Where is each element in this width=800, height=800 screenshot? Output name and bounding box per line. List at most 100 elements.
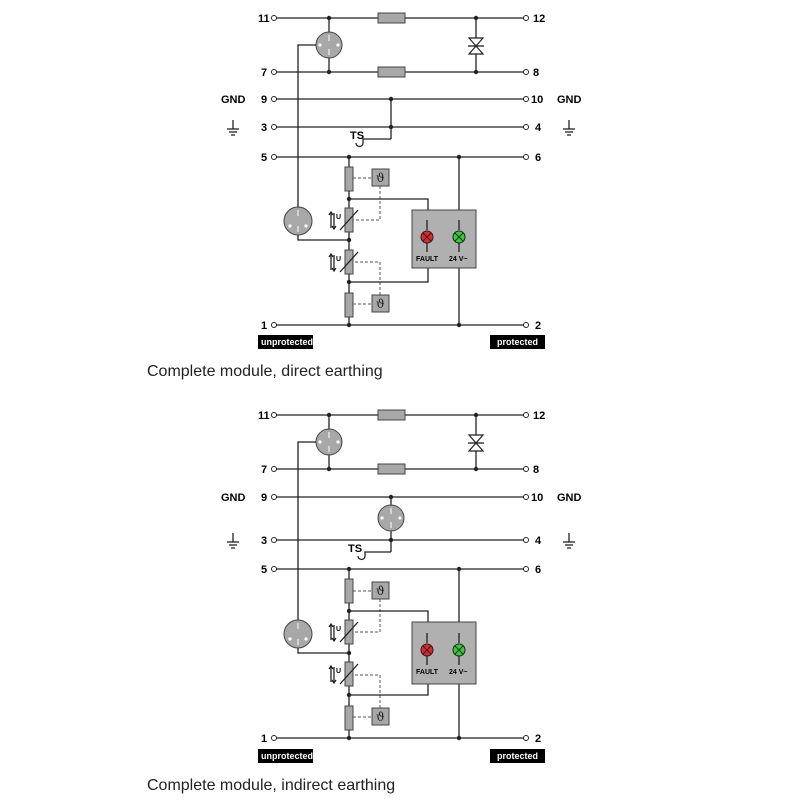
svg-text:protected: protected bbox=[497, 751, 538, 761]
svg-text:5: 5 bbox=[261, 564, 267, 576]
gas-discharge-tube-icon bbox=[283, 206, 313, 236]
voltage-label: 24 V~ bbox=[449, 256, 468, 263]
svg-text:6: 6 bbox=[535, 564, 541, 576]
terminal-10: 10 bbox=[523, 492, 543, 504]
gnd-right-label: GND bbox=[557, 492, 582, 504]
svg-text:9: 9 bbox=[261, 492, 267, 504]
thermal-disconnector-icon: ϑ bbox=[371, 707, 390, 726]
tvs-diode-icon bbox=[467, 37, 485, 55]
svg-text:U: U bbox=[336, 256, 341, 263]
terminal-2: 2 bbox=[523, 320, 541, 332]
thermal-disconnector-icon: ϑ bbox=[371, 581, 390, 600]
ground-icon bbox=[227, 533, 239, 549]
terminal-12: 12 bbox=[523, 13, 545, 25]
fuse-icon bbox=[344, 705, 354, 731]
terminal-11: 11 bbox=[258, 13, 277, 25]
voltage-label: 24 V~ bbox=[449, 669, 468, 676]
fuse-icon bbox=[344, 292, 354, 318]
svg-text:10: 10 bbox=[531, 492, 543, 504]
svg-text:5: 5 bbox=[261, 152, 267, 164]
terminal-2: 2 bbox=[523, 733, 541, 745]
power-led-icon bbox=[452, 633, 466, 665]
terminal-11: 11 bbox=[258, 410, 277, 422]
terminal-3: 3 bbox=[261, 122, 277, 134]
fault-led-icon bbox=[420, 633, 434, 665]
svg-text:2: 2 bbox=[535, 733, 541, 745]
svg-text:protected: protected bbox=[497, 337, 538, 347]
ts-label: TS bbox=[350, 130, 364, 142]
svg-text:12: 12 bbox=[533, 13, 545, 25]
svg-text:unprotected: unprotected bbox=[261, 751, 313, 761]
caption: Complete module, indirect earthing bbox=[147, 777, 395, 794]
svg-text:6: 6 bbox=[535, 152, 541, 164]
ground-icon bbox=[563, 120, 575, 136]
svg-text:10: 10 bbox=[531, 94, 543, 106]
varistor-icon: U bbox=[328, 207, 359, 233]
terminal-6: 6 bbox=[523, 564, 541, 576]
diagram-direct-earthing: 11 12 7 8 9 10 3 4 5 6 1 2 GND GND bbox=[147, 12, 582, 380]
resistor-icon bbox=[377, 66, 406, 78]
status-indicator-module: FAULT 24 V~ bbox=[411, 621, 477, 685]
gas-discharge-tube-icon bbox=[283, 619, 313, 649]
svg-text:1: 1 bbox=[261, 320, 267, 332]
svg-text:2: 2 bbox=[535, 320, 541, 332]
svg-text:11: 11 bbox=[258, 410, 270, 422]
terminal-9: 9 bbox=[261, 492, 277, 504]
svg-text:ϑ: ϑ bbox=[376, 297, 385, 311]
terminal-12: 12 bbox=[523, 410, 545, 422]
terminal-5: 5 bbox=[261, 564, 277, 576]
gnd-right-label: GND bbox=[557, 94, 582, 106]
svg-text:8: 8 bbox=[533, 67, 539, 79]
svg-text:9: 9 bbox=[261, 94, 267, 106]
unprotected-tag: unprotected bbox=[258, 335, 313, 349]
terminal-3: 3 bbox=[261, 535, 277, 547]
terminal-4: 4 bbox=[523, 535, 542, 547]
diagram-indirect-earthing: 11 12 7 8 9 10 3 4 5 6 1 2 GND GND bbox=[147, 409, 582, 794]
svg-text:ϑ: ϑ bbox=[376, 710, 385, 724]
terminal-4: 4 bbox=[523, 122, 542, 134]
terminal-1: 1 bbox=[261, 320, 277, 332]
svg-text:12: 12 bbox=[533, 410, 545, 422]
svg-text:ϑ: ϑ bbox=[376, 584, 385, 598]
svg-text:7: 7 bbox=[261, 67, 267, 79]
fuse-icon bbox=[344, 578, 354, 604]
unprotected-tag: unprotected bbox=[258, 749, 313, 763]
terminal-1: 1 bbox=[261, 733, 277, 745]
thermal-disconnector-icon: ϑ bbox=[371, 168, 390, 187]
gas-discharge-tube-icon bbox=[315, 428, 343, 456]
tvs-diode-icon bbox=[467, 434, 485, 452]
fuse-icon bbox=[344, 166, 354, 192]
gnd-left-label: GND bbox=[221, 492, 246, 504]
thermal-disconnector-icon: ϑ bbox=[371, 294, 390, 313]
svg-text:1: 1 bbox=[261, 733, 267, 745]
fault-label: FAULT bbox=[416, 669, 439, 676]
resistor-icon bbox=[377, 463, 406, 475]
terminal-10: 10 bbox=[523, 94, 543, 106]
terminal-8: 8 bbox=[523, 67, 539, 79]
svg-text:3: 3 bbox=[261, 535, 267, 547]
resistor-icon bbox=[377, 409, 406, 421]
terminal-5: 5 bbox=[261, 152, 277, 164]
terminal-8: 8 bbox=[523, 464, 539, 476]
fault-label: FAULT bbox=[416, 256, 439, 263]
ground-icon bbox=[227, 120, 239, 136]
varistor-icon: U bbox=[328, 619, 359, 645]
svg-text:7: 7 bbox=[261, 464, 267, 476]
svg-text:U: U bbox=[336, 626, 341, 633]
terminal-9: 9 bbox=[261, 94, 277, 106]
svg-text:3: 3 bbox=[261, 122, 267, 134]
svg-text:U: U bbox=[336, 214, 341, 221]
caption: Complete module, direct earthing bbox=[147, 363, 383, 380]
gas-discharge-tube-icon bbox=[315, 31, 343, 59]
svg-text:4: 4 bbox=[535, 122, 542, 134]
varistor-icon: U bbox=[328, 661, 359, 687]
ts-label: TS bbox=[348, 543, 362, 555]
status-indicator-module: FAULT 24 V~ bbox=[411, 209, 477, 269]
terminal-7: 7 bbox=[261, 464, 277, 476]
protected-tag: protected bbox=[490, 749, 545, 763]
svg-text:U: U bbox=[336, 668, 341, 675]
gnd-left-label: GND bbox=[221, 94, 246, 106]
terminal-6: 6 bbox=[523, 152, 541, 164]
svg-text:8: 8 bbox=[533, 464, 539, 476]
